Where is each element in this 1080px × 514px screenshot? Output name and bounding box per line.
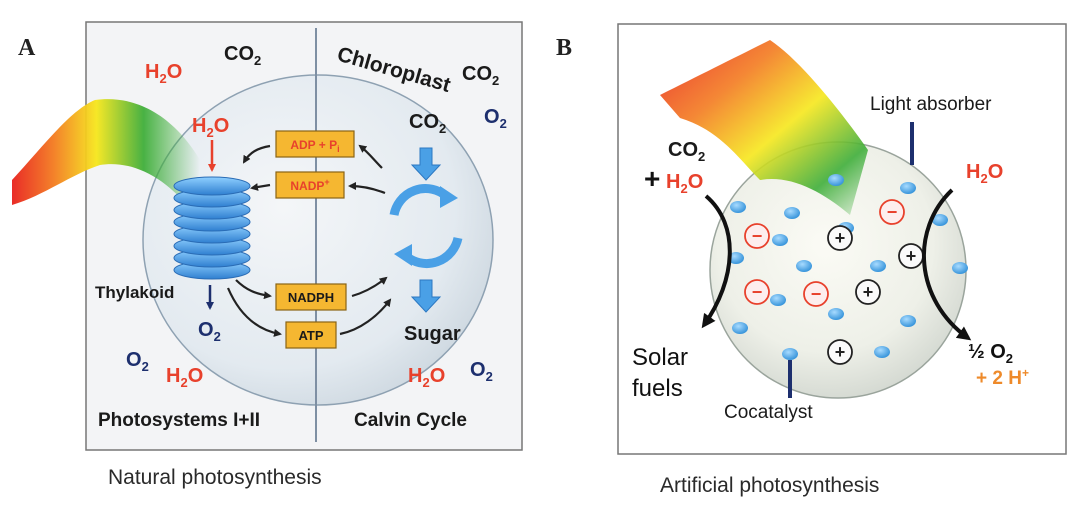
- adp-label: ADP + Pi: [290, 138, 339, 154]
- cocatalyst-label: Cocatalyst: [724, 402, 813, 423]
- svg-text:−: −: [752, 282, 763, 302]
- electrons: − − − −: [744, 199, 905, 307]
- oxidation-arrow: [921, 188, 972, 341]
- h2o-label-a1: H2O: [145, 61, 182, 86]
- reduction-arrow: [701, 194, 732, 329]
- co2-label-a3: CO2: [409, 111, 446, 136]
- holes: + + + +: [827, 225, 924, 365]
- panel-b-letter: B: [556, 35, 572, 61]
- thylakoid-stack: [173, 176, 251, 280]
- svg-text:+: +: [835, 342, 846, 362]
- h2o-label-b1: H2O: [666, 171, 703, 196]
- light-absorber-label: Light absorber: [870, 94, 992, 115]
- sugar-label: Sugar: [404, 323, 461, 345]
- photosystems-label: Photosystems I+II: [98, 410, 260, 431]
- o2-label-a4: O2: [470, 359, 493, 384]
- thylakoid-label: Thylakoid: [95, 283, 174, 302]
- h2o-label-a2: H2O: [192, 115, 229, 140]
- calvin-cycle-icon: [389, 147, 463, 313]
- solar-fuels-line1: Solar: [632, 344, 688, 371]
- panel-b-caption: Artificial photosynthesis: [660, 474, 879, 497]
- adp-box: [275, 130, 355, 158]
- h2o-label-a3: H2O: [166, 365, 203, 390]
- panel-a-letter: A: [18, 35, 36, 61]
- svg-text:+: +: [835, 228, 846, 248]
- nadp-box: [275, 171, 345, 199]
- light-beam-b: [660, 40, 868, 215]
- svg-text:+: +: [863, 282, 874, 302]
- plus-sign-b: +: [644, 163, 660, 194]
- h2o-label-b2: H2O: [966, 161, 1003, 186]
- co2-label-a2: CO2: [462, 63, 499, 88]
- atp-label: ATP: [298, 328, 323, 343]
- panel-a-caption: Natural photosynthesis: [108, 466, 322, 489]
- cycle-arrows-a: [226, 144, 392, 337]
- svg-text:−: −: [752, 226, 763, 246]
- atp-box: [285, 321, 337, 349]
- calvin-cycle-label: Calvin Cycle: [354, 410, 467, 431]
- co2-label-a1: CO2: [224, 43, 261, 68]
- h2o-label-a4: H2O: [408, 365, 445, 390]
- nadph-label: NADPH: [288, 290, 334, 305]
- chloroplast-sphere: [142, 74, 494, 406]
- solar-fuels-line2: fuels: [632, 375, 683, 402]
- nadph-box: [275, 283, 347, 311]
- o2-label-a3: O2: [126, 349, 149, 374]
- light-beam-a: [12, 99, 200, 215]
- co2-label-b: CO2: [668, 139, 705, 164]
- svg-text:−: −: [887, 202, 898, 222]
- protons-label: + 2 H+: [976, 366, 1029, 389]
- svg-text:−: −: [811, 284, 822, 304]
- half-o2-label: ½ O2: [968, 341, 1013, 366]
- nadp-label: NADP+: [290, 177, 329, 193]
- cocatalyst-dots: [728, 174, 968, 360]
- o2-label-a2: O2: [198, 319, 221, 344]
- o2-label-a1: O2: [484, 106, 507, 131]
- svg-text:+: +: [906, 246, 917, 266]
